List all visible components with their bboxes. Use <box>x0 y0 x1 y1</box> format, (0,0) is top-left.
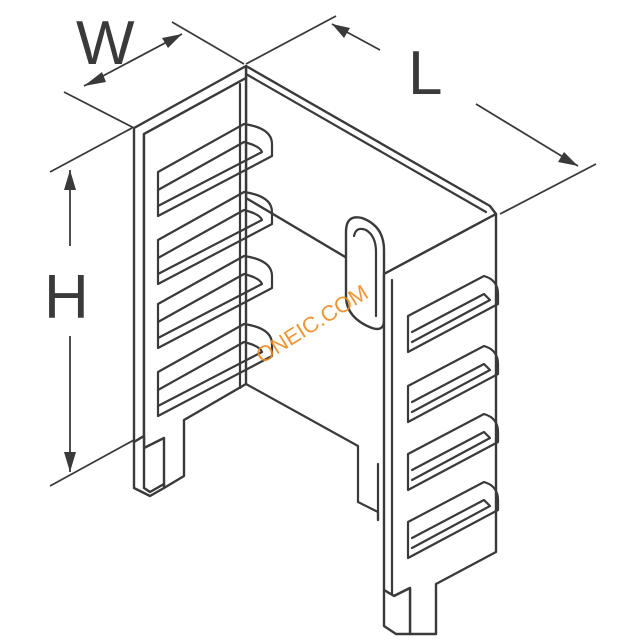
heatsink-left-wall <box>132 64 248 498</box>
right-fins <box>406 274 500 560</box>
dimension-h: H <box>44 127 135 487</box>
dimension-l: L <box>245 15 597 215</box>
dimension-w: W <box>63 9 245 129</box>
back-bottom-edge <box>244 382 380 522</box>
l-label: L <box>408 39 442 108</box>
heatsink-right-wall <box>382 212 498 636</box>
watermark: ONEIC.COM <box>251 280 372 369</box>
left-fins <box>156 122 274 418</box>
h-label: H <box>44 263 89 332</box>
w-label: W <box>76 9 135 78</box>
